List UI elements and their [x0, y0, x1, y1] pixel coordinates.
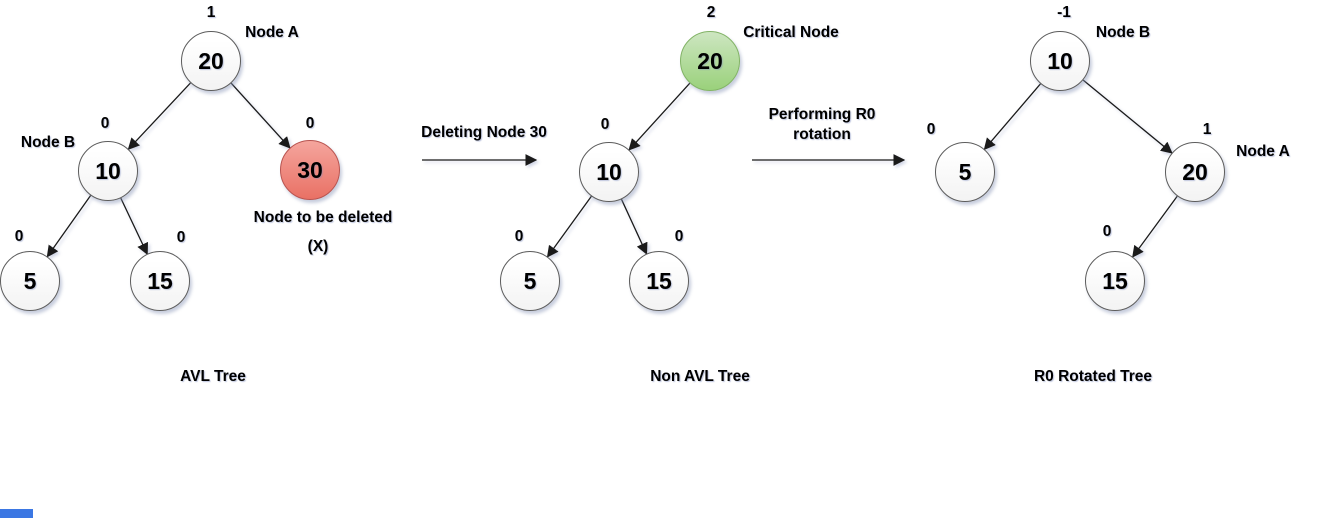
- balance-factor: 2: [706, 4, 716, 21]
- balance-factor: 1: [206, 4, 216, 21]
- node-label: Node A: [1236, 143, 1290, 160]
- transition-label-rotate-line2: rotation: [793, 126, 851, 143]
- tree3-node-5: 5: [935, 142, 995, 202]
- tree1-node-10: 10: [78, 141, 138, 201]
- tree3-caption: R0 Rotated Tree: [1033, 368, 1153, 385]
- transition-label-rotate: Performing R0 rotation: [769, 105, 876, 145]
- deleted-node-note: Node to be deleted: [253, 209, 393, 226]
- balance-factor: 0: [176, 229, 186, 246]
- tree-edge: [983, 83, 1041, 151]
- tree1-node-30-deleted: 30: [280, 140, 340, 200]
- tree2-node-5: 5: [500, 251, 560, 311]
- corner-artifact-bar: [0, 509, 33, 518]
- deleted-node-note-x: (X): [307, 238, 329, 255]
- node-value: 20: [198, 47, 224, 74]
- node-label: Critical Node: [743, 24, 839, 41]
- tree3-node-15: 15: [1085, 251, 1145, 311]
- node-value: 10: [1047, 47, 1073, 74]
- tree-edge: [230, 82, 291, 149]
- tree-edge: [546, 195, 592, 258]
- tree2-caption: Non AVL Tree: [650, 368, 750, 385]
- node-value: 15: [1102, 267, 1128, 294]
- tree3-node-10: 10: [1030, 31, 1090, 91]
- node-value: 20: [697, 47, 723, 74]
- balance-factor: -1: [1057, 4, 1071, 21]
- balance-factor: 0: [674, 228, 684, 245]
- balance-factor: 0: [305, 115, 315, 132]
- node-label: Node A: [245, 24, 299, 41]
- transition-label-rotate-line1: Performing R0: [768, 106, 876, 123]
- balance-factor: 0: [14, 228, 24, 245]
- tree1-caption: AVL Tree: [180, 368, 246, 385]
- node-value: 15: [147, 267, 173, 294]
- node-label: Node B: [20, 134, 76, 151]
- transition-label-delete: Deleting Node 30: [421, 124, 547, 141]
- balance-factor: 1: [1202, 121, 1212, 138]
- node-value: 5: [523, 267, 537, 294]
- balance-factor: 0: [926, 121, 936, 138]
- tree3-node-20: 20: [1165, 142, 1225, 202]
- tree-edge: [1132, 195, 1178, 258]
- tree-edge: [46, 195, 92, 258]
- tree-edge: [1082, 79, 1173, 154]
- node-value: 30: [297, 156, 323, 183]
- tree-edge: [620, 199, 648, 255]
- node-value: 5: [23, 267, 37, 294]
- balance-factor: 0: [100, 115, 110, 132]
- node-value: 20: [1182, 158, 1208, 185]
- tree-edge: [120, 197, 148, 255]
- tree-edge: [628, 82, 691, 151]
- node-value: 5: [958, 158, 972, 185]
- tree1-node-20: 20: [181, 31, 241, 91]
- node-value: 10: [95, 157, 121, 184]
- tree-edge: [127, 82, 191, 150]
- node-label: Node B: [1095, 24, 1151, 41]
- balance-factor: 0: [600, 116, 610, 133]
- tree2-node-15: 15: [629, 251, 689, 311]
- tree2-node-20-critical: 20: [680, 31, 740, 91]
- tree2-node-10: 10: [579, 142, 639, 202]
- balance-factor: 0: [1102, 223, 1112, 240]
- balance-factor: 0: [514, 228, 524, 245]
- tree1-node-5: 5: [0, 251, 60, 311]
- node-value: 15: [646, 267, 672, 294]
- tree1-node-15: 15: [130, 251, 190, 311]
- node-value: 10: [596, 158, 622, 185]
